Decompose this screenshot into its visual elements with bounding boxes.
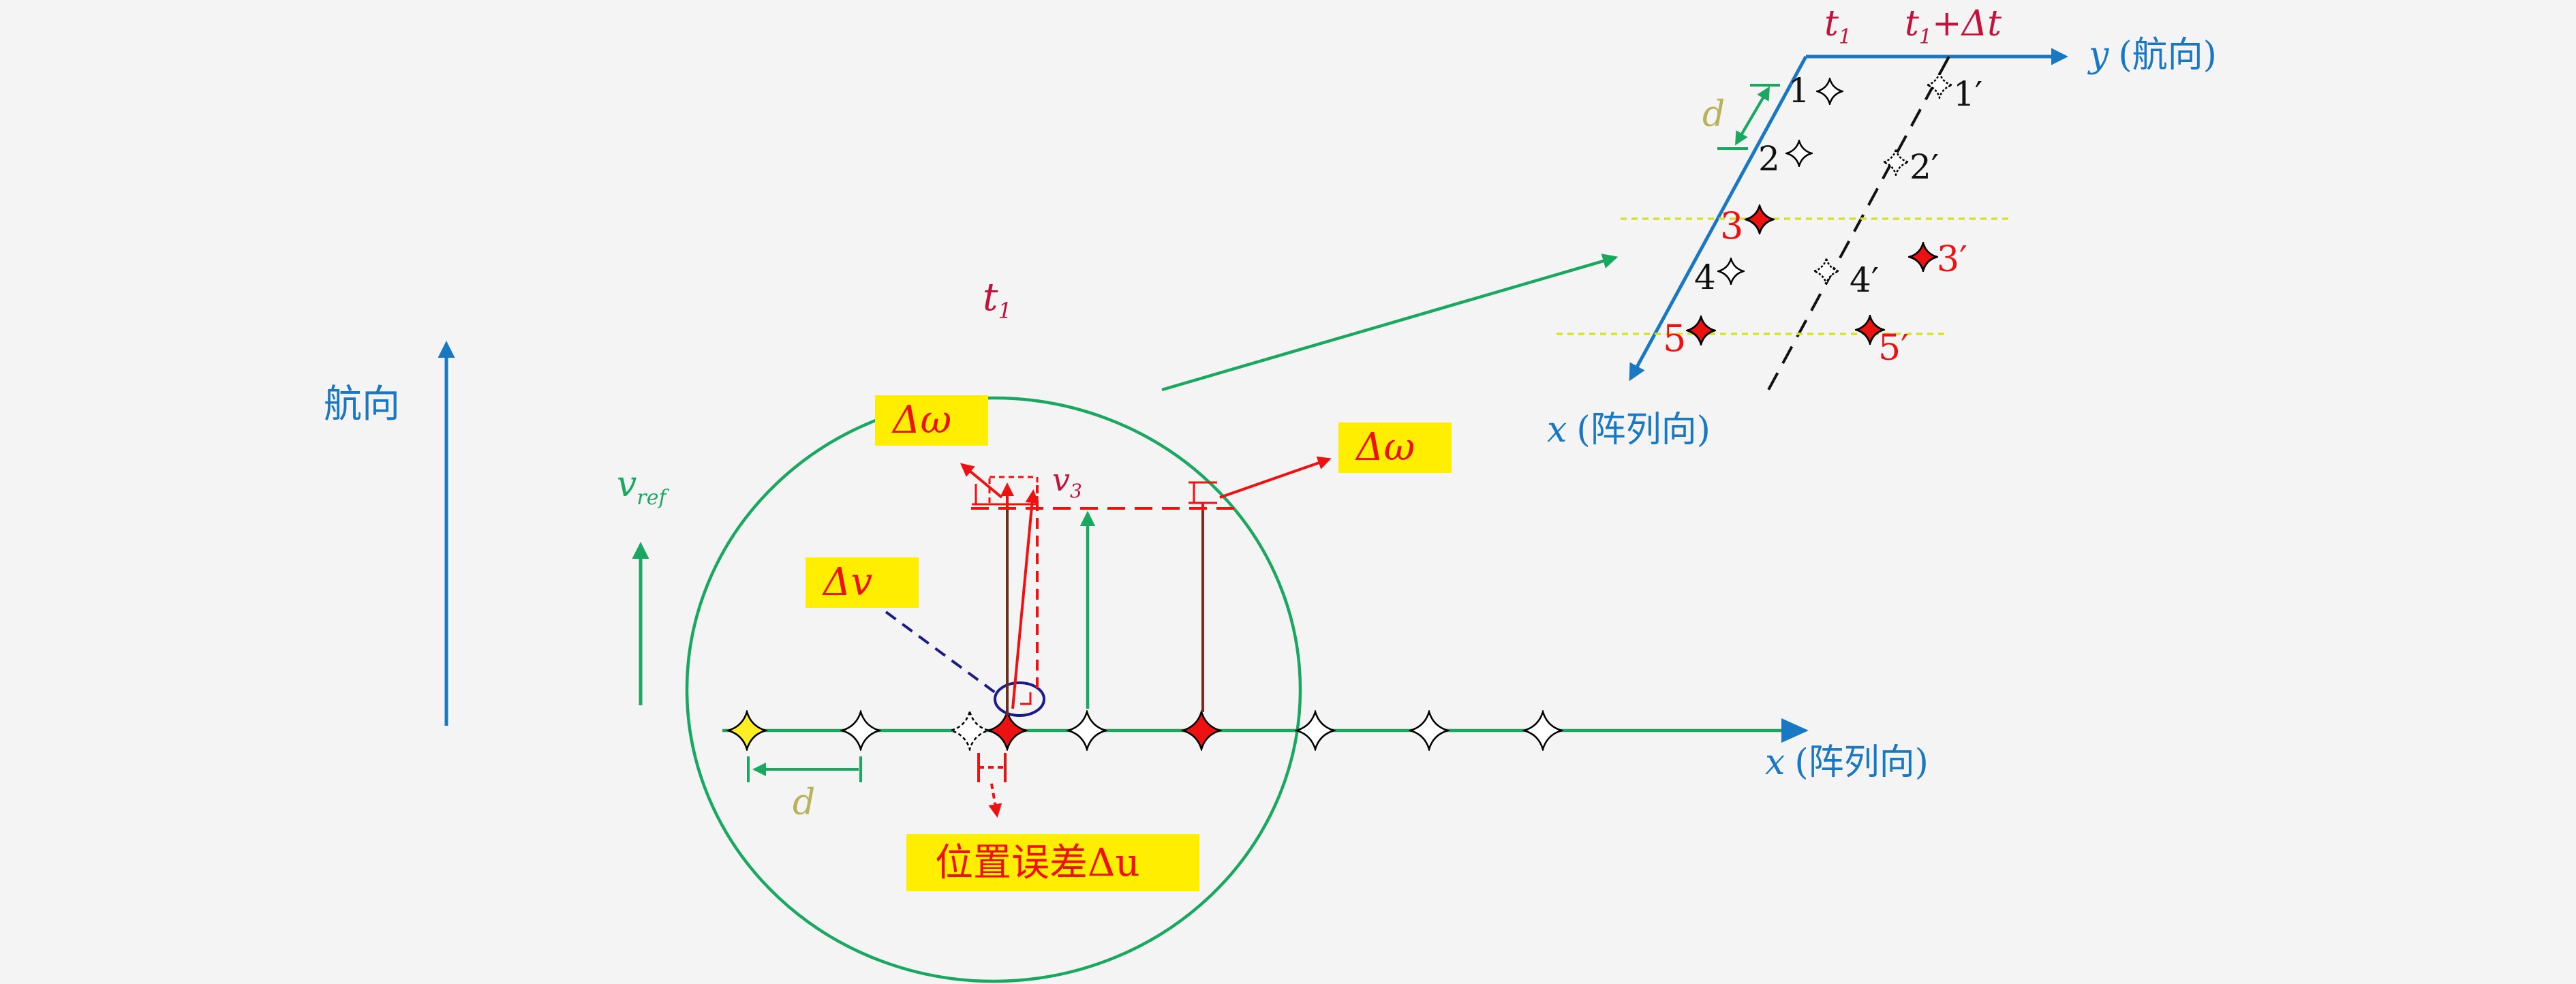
heading-label: 航向 [324,382,400,427]
d-spacing-bottom: d [747,756,862,823]
d-label-bottom: d [793,782,815,823]
inset-geometry: y(航向) x(阵列向) t1 t1+Δt d [1547,3,2217,450]
inset-t1-label: t1 [1824,3,1852,49]
position-error-label: 位置误差Δu [935,841,1140,885]
velocity-arrows: v3 [960,456,1332,716]
delta-omega-right: Δω [1338,422,1452,473]
t1-circle-label: t1 [983,275,1012,324]
array-element [1067,711,1107,750]
array-element-red-erroneous [987,711,1027,750]
zoom-circle [685,396,1302,983]
inset-t1dt-label: t1+Δt [1905,3,2002,49]
inset-elements-t1dt: 1′ 2′ 3′ 4′ 5′ [1813,72,1982,369]
array-element-red [1182,711,1221,750]
delta-omega-left-label: Δω [891,398,951,442]
array-axis-bottom: x(阵列向) [722,718,1929,783]
position-error-marker: 位置误差Δu [906,753,1199,891]
array-element [841,711,880,750]
delta-omega-right-label: Δω [1355,425,1415,470]
delta-v-label: Δv [822,560,872,604]
inset-elem-3: 3 [1720,204,1743,247]
inset-elem-1p: 1′ [1953,74,1982,114]
v-ref-arrow: vref [617,464,669,705]
delta-v-annotation: Δv [806,557,1045,717]
inset-elements-t1: 1 2 3 4 5 [1663,71,1843,360]
inset-d-label: d [1702,94,1725,135]
inset-elem-2p: 2′ [1910,147,1939,187]
inset-elem-3p: 3′ [1937,239,1967,280]
inset-elem-4p: 4′ [1850,260,1879,300]
v-ref-label: vref [617,464,669,510]
delta-omega-left: Δω [875,395,988,446]
inset-x-axis-label: x(阵列向) [1547,410,1711,450]
zoom-connector-arrow [1161,253,1619,392]
inset-elem-5p: 5′ [1878,328,1909,369]
array-element-yellow [727,711,767,750]
array-element [1409,711,1449,750]
v3-label: v3 [1052,461,1082,502]
inset-elem-2: 2 [1758,139,1780,179]
array-element [1295,711,1335,750]
inset-y-axis-label: y(航向) [2087,35,2217,76]
array-element-ideal-dashed [950,711,990,750]
inset-elem-1: 1 [1788,71,1810,110]
heading-axis: 航向 [324,341,455,726]
delta-v-ellipse [994,681,1045,717]
array-element [1523,711,1563,750]
inset-elem-4: 4 [1694,258,1716,297]
inset-elem-5: 5 [1663,317,1686,360]
x-axis-bottom-label: x(阵列向) [1765,742,1929,783]
